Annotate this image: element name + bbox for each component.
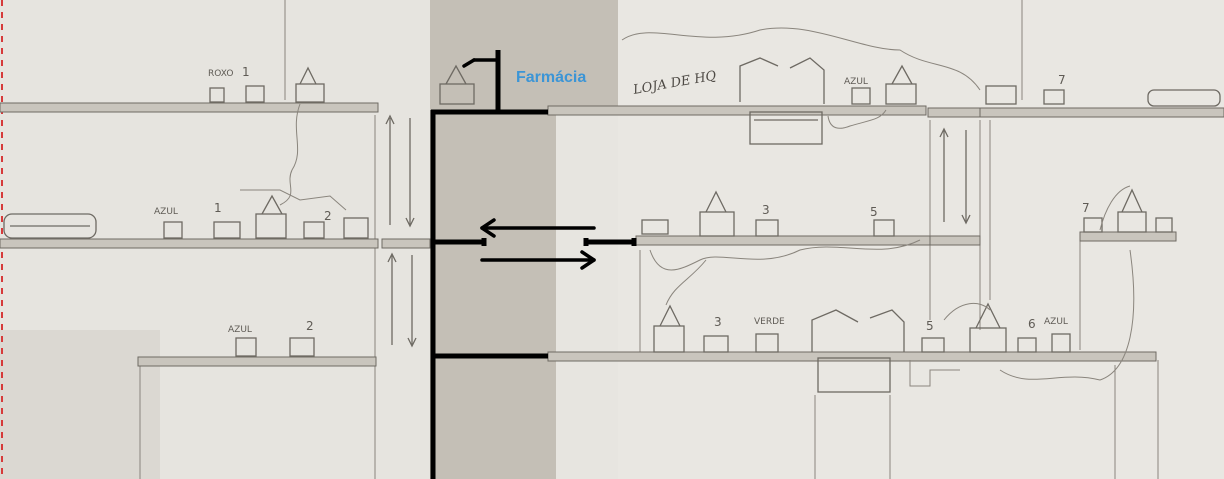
farmacia-label: Farmácia	[516, 69, 586, 86]
label-azul-c: AZUL	[844, 77, 868, 87]
label-n7-right: 7	[1082, 201, 1090, 215]
paper-right-lower	[556, 108, 618, 479]
label-n1-top: 1	[242, 65, 250, 79]
label-roxo: ROXO	[208, 69, 233, 79]
label-azul-d: AZUL	[1044, 317, 1068, 327]
label-azul-b: AZUL	[228, 325, 252, 335]
label-n1-mid: 1	[214, 201, 222, 215]
label-azul-a: AZUL	[154, 207, 178, 217]
label-n3-mid: 3	[762, 203, 770, 217]
label-n5-mid: 5	[870, 205, 878, 219]
label-n3-low: 3	[714, 315, 722, 329]
label-n2-mid: 2	[324, 209, 332, 223]
paper-shadow	[0, 330, 160, 479]
label-verde: VERDE	[754, 317, 785, 327]
label-n2-low: 2	[306, 319, 314, 333]
label-n5-low: 5	[926, 319, 934, 333]
label-n7-top: 7	[1058, 73, 1066, 87]
label-n6-low: 6	[1028, 317, 1036, 331]
